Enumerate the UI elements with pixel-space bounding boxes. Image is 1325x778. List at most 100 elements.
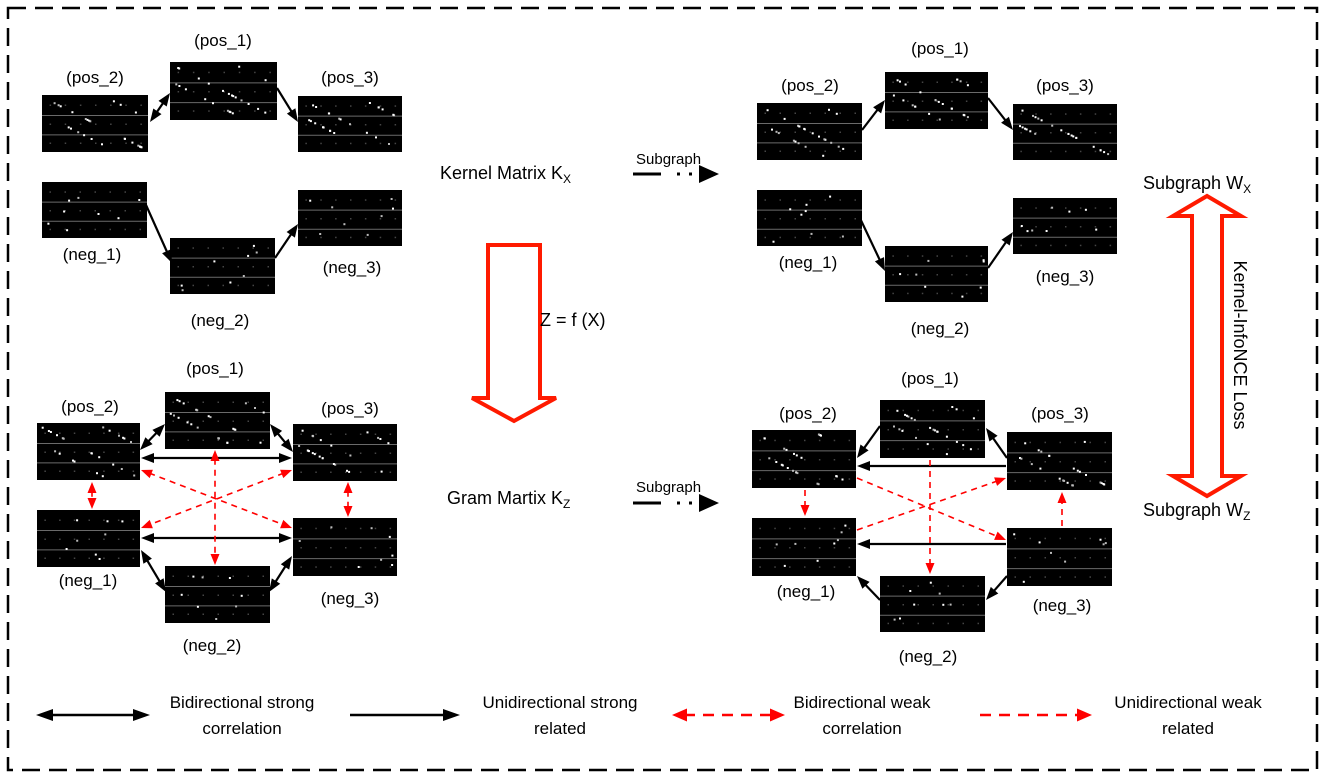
node-image-dot [907,81,909,83]
node-label: (neg_2) [899,647,958,666]
node-image-dot [1104,461,1106,463]
node-image-dot [315,106,318,108]
node-image-dot [1089,537,1091,540]
node-image-dot [64,104,67,106]
node-image-dot [187,594,189,596]
node-image-dot [907,119,909,121]
node-image-dot [917,622,919,625]
node-image-dot [1034,132,1037,135]
node-label: (neg_3) [1033,596,1092,615]
node-image-dot [269,91,271,93]
arrowhead [162,249,172,263]
node-image-dot [1074,576,1076,578]
node-image-dot [1040,119,1043,122]
legend-label-line1: Bidirectional strong [170,693,315,712]
node-image-dot [117,470,120,472]
strong-correlation-edge [857,425,881,458]
node-image-dot [377,106,380,109]
node-image-dot [1099,538,1102,541]
edge-line [856,477,999,538]
node-image-dot [88,432,90,434]
node-image-dot [932,604,934,606]
node-image-dot [961,295,964,298]
node-image-dot [932,622,934,625]
arrowhead [280,519,292,529]
node-image-dot [177,71,180,74]
node-pos-2: (pos_2) [37,397,140,480]
node-image-dot [240,594,243,597]
node-image-dot [117,538,120,540]
arrowhead [87,498,97,509]
node-image-dot [928,112,931,115]
node-image-dot [1065,113,1067,115]
node-image-dot [222,284,224,287]
node-image-dot [184,88,187,91]
node-image-dot [824,199,826,201]
node-image-dot [110,123,112,125]
node-image-dot [965,81,968,83]
node-image-dot [88,538,90,540]
node-image-dot [764,218,766,220]
node-image-dot [315,471,317,473]
edge-line [276,87,294,114]
strong-correlation-edge [269,556,292,592]
node-image-dot [300,433,302,435]
node-neg-1: (neg_1) [752,518,856,601]
node-image-dot [59,451,61,453]
node-image-dot [202,594,204,596]
arrowhead [986,586,999,600]
node-image-dot [132,451,135,453]
node-image-dot [892,100,894,102]
node-image-dot [1094,113,1097,115]
node-image-dot [202,401,204,403]
kernel-matrix-label: Kernel Matrix KX [440,163,571,186]
node-image-dot [232,594,234,596]
node-image-dot [796,472,799,475]
node-image-dot [312,104,315,107]
node-image-dot [137,144,140,147]
subgraph-wx-label: Subgraph WX [1143,173,1251,196]
arrowhead [141,469,153,479]
node-image-dot [810,232,813,235]
node-image-dot [804,527,806,530]
node-image-dot [223,91,225,93]
node-image-dot [118,434,120,437]
node-image-dot [192,247,194,249]
node-label: (pos_3) [1031,404,1089,423]
arrowhead [141,519,153,529]
node-image-dot [938,118,941,121]
node-image-dot [59,557,61,559]
node-image-dot [139,191,141,193]
edge-line [148,472,285,526]
node-image-dot [913,418,916,421]
node-image-dot [932,585,934,587]
edge-line [987,239,1008,269]
node-image-dot [848,566,851,568]
node-neg-3: (neg_3) [1013,198,1117,286]
node-image-dot [335,199,337,201]
arrowhead [994,477,1006,486]
node-image-dot [110,142,112,144]
node-label: (neg_2) [183,636,242,655]
node-image-dot [816,482,819,485]
node-image-dot [117,217,120,220]
weak-correlation-edge [856,477,1006,531]
node-image-dot [44,538,46,540]
node-image-dot [103,538,105,540]
node-image-dot [1024,127,1027,130]
node-image-dot [374,566,377,568]
node-image-dot [117,451,120,453]
arrowhead [343,506,353,517]
node-image-dot [222,247,224,249]
node-image-dot [896,79,899,82]
node-image-dot [49,142,52,144]
node-image-dot [94,228,96,231]
node-image-dot [305,105,307,107]
node-image-dot [178,400,181,403]
node-image-dot [59,105,62,108]
node-image-dot [809,150,811,152]
arrowhead [994,531,1006,540]
node-image-dot [938,592,941,595]
node-image-dot [359,527,362,530]
node-image-dot [262,575,264,577]
